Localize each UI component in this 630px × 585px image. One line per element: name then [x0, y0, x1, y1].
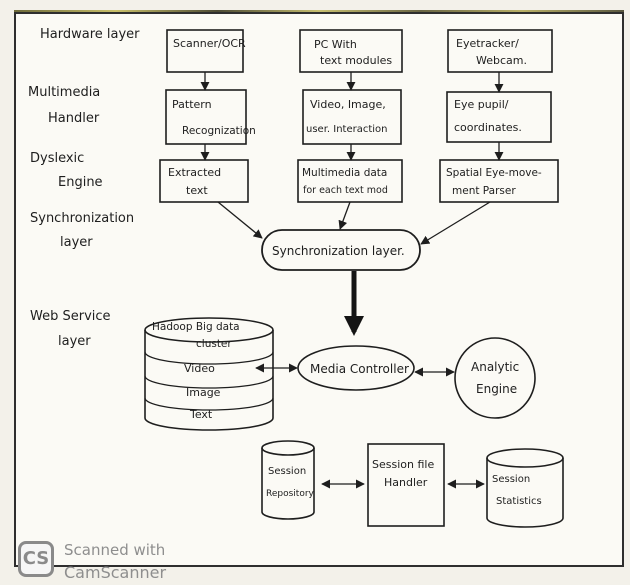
video-label-line2: user. Interaction — [306, 124, 388, 135]
extracted-label-line2: text — [186, 184, 208, 197]
analytic-engine-node — [454, 337, 536, 419]
spatial-label-line2: ment Parser — [452, 185, 516, 197]
arrow-extracted-to-sync — [217, 201, 263, 239]
hadoop-label-line1: Hadoop Big data — [152, 321, 240, 333]
arrow-multimedia-to-sync — [338, 201, 351, 230]
pc-label-line1: PC With — [314, 38, 357, 51]
hadoop-cylinder — [144, 317, 274, 431]
label-hardware-layer: Hardware layer — [40, 27, 140, 42]
watermark-line2: CamScanner — [64, 563, 167, 582]
camscanner-logo: CS — [18, 541, 54, 577]
label-handler: Handler — [48, 111, 100, 126]
eyetracker-box — [447, 29, 553, 73]
synchronization-layer-node — [261, 229, 421, 271]
eyetracker-label-line2: Webcam. — [476, 54, 527, 67]
hadoop-label-line2: cluster — [196, 338, 232, 350]
session-repo-label-line1: Session — [268, 466, 306, 477]
session-stats-label-line2: Statistics — [496, 496, 542, 507]
pattern-label-line1: Pattern — [172, 98, 212, 111]
session-repo-label-line2: Repository — [266, 489, 315, 499]
multimedia-data-label-line1: Multimedia data — [302, 167, 387, 179]
session-stats-label-line1: Session — [492, 474, 530, 485]
scanner-ocr-label: Scanner/OCR — [173, 37, 246, 50]
hadoop-image-label: Image — [186, 386, 221, 399]
media-controller-label: Media Controller — [310, 362, 409, 376]
session-file-handler-box — [367, 443, 445, 527]
session-statistics-cylinder — [486, 448, 564, 528]
label-multimedia: Multimedia — [28, 85, 100, 100]
session-file-label-line2: Handler — [384, 476, 428, 489]
multimedia-data-label-line2: for each text mod — [303, 185, 388, 196]
watermark-line1: Scanned with — [64, 541, 166, 559]
arrow-spatial-to-sync — [420, 201, 491, 245]
label-engine: Engine — [58, 175, 103, 190]
session-repository-cylinder — [261, 440, 315, 520]
media-controller-node — [297, 345, 415, 391]
hadoop-video-label: Video — [184, 362, 215, 375]
video-label-line1: Video, Image, — [310, 98, 386, 111]
analytic-label-line1: Analytic — [471, 360, 519, 374]
analytic-label-line2: Engine — [476, 382, 517, 396]
extracted-label-line1: Extracted — [168, 166, 221, 179]
spatial-label-line1: Spatial Eye-move- — [446, 167, 542, 179]
label-dyslexic: Dyslexic — [30, 151, 84, 166]
paper-sheet — [14, 12, 624, 567]
label-web-service: Web Service — [30, 309, 111, 324]
eyepupil-label-line1: Eye pupil/ — [454, 98, 509, 111]
eyepupil-label-line2: coordinates. — [454, 121, 522, 134]
label-web-layer: layer — [58, 334, 91, 349]
camscanner-watermark: CS Scanned with CamScanner — [16, 541, 216, 585]
pc-label-line2: text modules — [320, 54, 392, 67]
session-file-label-line1: Session file — [372, 458, 434, 471]
eyetracker-label-line1: Eyetracker/ — [456, 37, 519, 50]
synchronization-layer-label: Synchronization layer. — [272, 244, 405, 258]
pattern-label-line2: Recognization — [182, 125, 256, 137]
hadoop-text-label: Text — [189, 408, 213, 421]
label-synchronization: Synchronization — [30, 211, 134, 226]
label-sync-layer: layer — [60, 235, 93, 250]
